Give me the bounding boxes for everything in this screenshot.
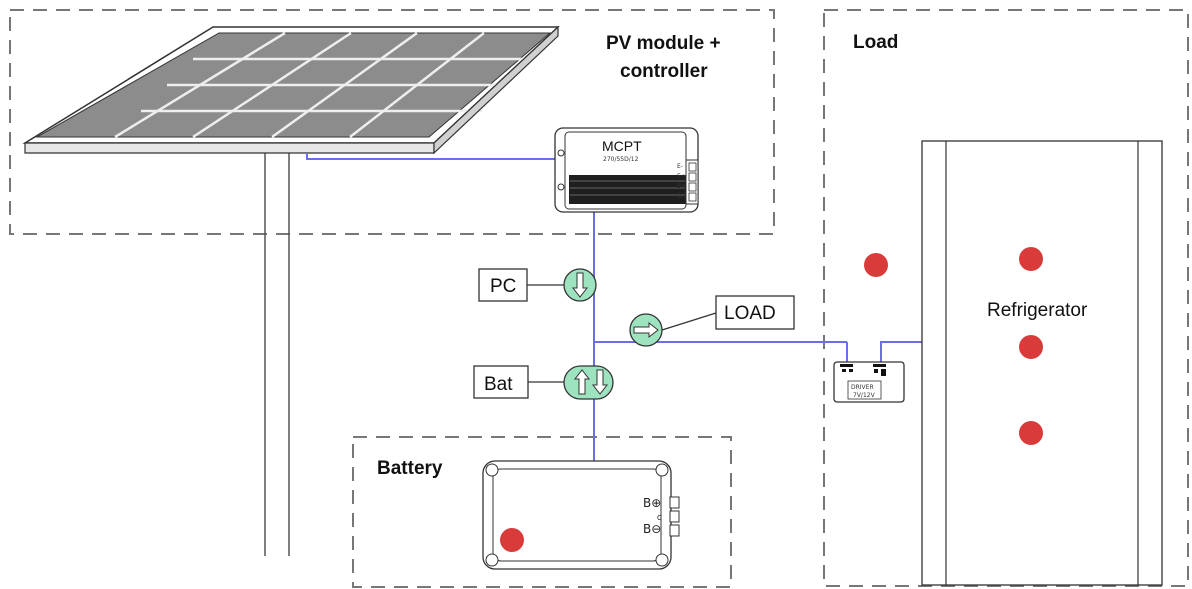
controller-code: 270/55D/12 [603,156,639,163]
panel-pole [264,153,290,556]
refrigerator-label: Refrigerator [987,300,1088,321]
controller-terminal-4: B- [677,193,683,200]
pv-region-label-line2: controller [620,61,708,82]
load-region-border [823,9,1189,587]
refrigerator [921,140,1163,586]
driver-label-line2: 7V/12V [853,392,876,399]
solar-panel [22,25,560,155]
controller-model: MCPT [602,138,642,154]
driver-label-line1: DRIVER [851,384,874,391]
mcpt-controller [554,127,699,213]
marker-load-ambient [864,253,888,277]
marker-fridge-bottom [1019,421,1043,445]
pv-region-border [9,9,775,235]
pv-region-label-line1: PV module + [606,33,721,54]
load-sensor-label: LOAD [724,303,776,324]
battery-terminal-plus: B⊕ [643,496,661,510]
controller-terminal-3: B+ [677,183,686,190]
battery-region-border [352,436,732,588]
battery-terminal-minus: B⊖ [643,522,661,536]
battery-terminal-c: C [657,514,662,522]
measurement-markers [500,247,1043,552]
load-region-label: Load [853,32,898,53]
marker-fridge-middle [1019,335,1043,359]
marker-battery [500,528,524,552]
controller-terminal-2: E+ [677,173,686,180]
controller-terminal-1: E- [677,163,683,170]
bat-sensor [473,365,614,400]
pc-label: PC [490,276,516,297]
driver-module [833,361,905,403]
battery-region-label: Battery [377,458,443,479]
load-sensor [629,295,795,347]
battery [482,460,680,570]
marker-fridge-top [1019,247,1043,271]
bat-sensor-label: Bat [484,374,513,395]
pc-sensor [478,268,597,302]
